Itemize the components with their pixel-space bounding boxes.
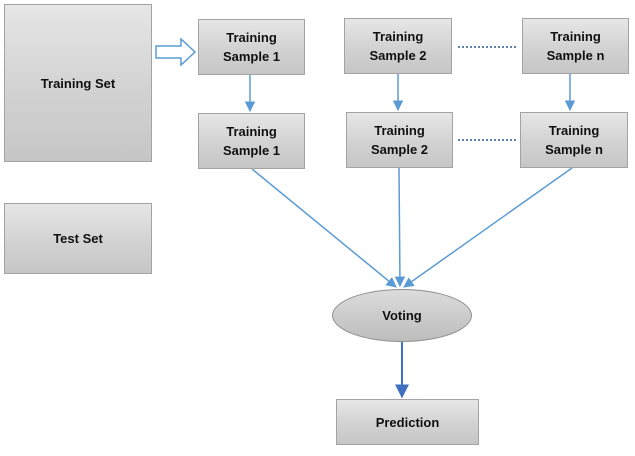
test-set-box: Test Set [4,203,152,274]
arrow-sample1-to-voting [251,168,397,288]
training-sample-n-bottom: Training Sample n [520,112,628,168]
training-sample-n-top: Training Sample n [522,18,629,74]
training-set-label: Training Set [40,75,116,91]
training-sample-2-bottom-label: Training Sample 2 [370,123,429,157]
voting-label: Voting [382,308,422,323]
training-sample-2-top: Training Sample 2 [344,18,452,74]
training-sample-1-bottom-label: Training Sample 1 [222,124,281,158]
test-set-label: Test Set [53,231,103,246]
training-sample-n-top-label: Training Sample n [546,29,605,63]
training-sample-2-top-label: Training Sample 2 [369,29,427,63]
training-sample-1-top-label: Training Sample 1 [222,30,281,64]
training-set-box: Training Set [4,4,152,162]
block-arrow [155,37,197,67]
prediction-box: Prediction [336,399,479,445]
training-sample-1-bottom: Training Sample 1 [198,113,305,169]
training-sample-2-bottom: Training Sample 2 [346,112,453,168]
arrow-sample2-to-voting [394,167,406,288]
voting-node: Voting [332,289,472,342]
training-sample-1-top: Training Sample 1 [198,19,305,75]
arrow-samplen-to-voting [403,167,573,288]
training-sample-n-bottom-label: Training Sample n [545,123,603,157]
prediction-label: Prediction [375,414,440,430]
